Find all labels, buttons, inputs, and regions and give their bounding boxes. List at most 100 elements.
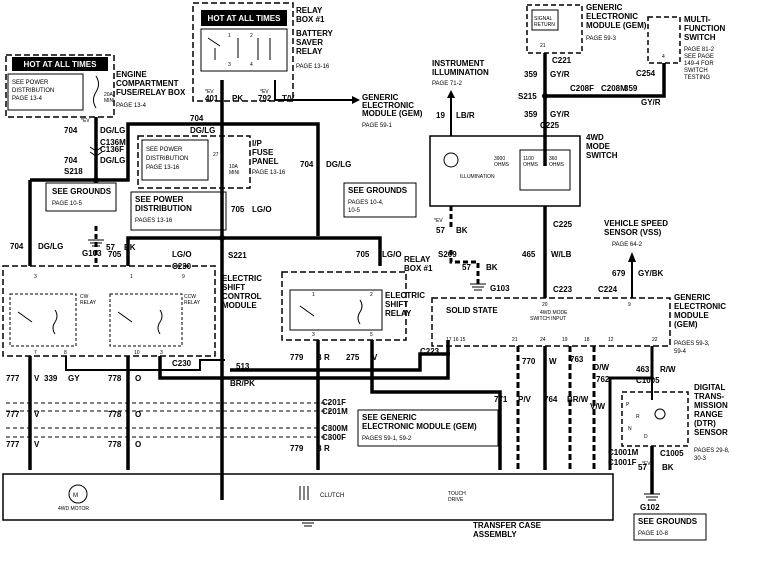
svg-text:770: 770 bbox=[522, 357, 536, 366]
svg-text:779: 779 bbox=[290, 444, 304, 453]
gem-solid-state-outline bbox=[431, 297, 671, 347]
svg-text:C300M: C300M bbox=[322, 424, 348, 433]
svg-text:S209: S209 bbox=[438, 250, 457, 259]
svg-text:463: 463 bbox=[636, 365, 650, 374]
svg-text:GY: GY bbox=[68, 374, 80, 383]
svg-text:339: 339 bbox=[44, 374, 58, 383]
svg-text:21: 21 bbox=[512, 337, 518, 343]
svg-text:DG/LG: DG/LG bbox=[100, 126, 125, 135]
svg-text:LG/O: LG/O bbox=[382, 250, 402, 259]
svg-text:679: 679 bbox=[612, 269, 626, 278]
svg-text:C225: C225 bbox=[553, 220, 573, 229]
svg-text:C1001F: C1001F bbox=[608, 458, 637, 467]
svg-text:12: 12 bbox=[608, 337, 614, 343]
svg-text:C223: C223 bbox=[553, 285, 573, 294]
svg-text:V/W: V/W bbox=[590, 402, 606, 411]
svg-text:C230: C230 bbox=[172, 359, 192, 368]
svg-text:704: 704 bbox=[300, 160, 314, 169]
svg-text:B R: B R bbox=[316, 444, 330, 453]
svg-text:O: O bbox=[135, 440, 141, 449]
svg-text:359: 359 bbox=[624, 84, 638, 93]
svg-text:764: 764 bbox=[544, 395, 558, 404]
svg-text:SEE GROUNDS: SEE GROUNDS bbox=[52, 187, 112, 196]
svg-text:513: 513 bbox=[236, 362, 250, 371]
svg-text:B R: B R bbox=[316, 353, 330, 362]
svg-text:771: 771 bbox=[494, 395, 508, 404]
svg-text:O: O bbox=[135, 374, 141, 383]
svg-text:C230: C230 bbox=[172, 262, 192, 271]
wire-704-bus bbox=[30, 122, 320, 236]
svg-text:G103: G103 bbox=[490, 284, 510, 293]
svg-text:1: 1 bbox=[130, 274, 133, 280]
illumination-lamp-icon bbox=[443, 152, 459, 168]
svg-text:778: 778 bbox=[108, 410, 122, 419]
svg-text:BR/PK: BR/PK bbox=[230, 379, 255, 388]
svg-text:792: 792 bbox=[258, 94, 272, 103]
wire-275-v bbox=[370, 340, 502, 470]
svg-text:W: W bbox=[549, 357, 557, 366]
svg-text:PAGES 59-3,59-4: PAGES 59-3,59-4 bbox=[674, 341, 710, 355]
svg-text:LB/R: LB/R bbox=[456, 111, 475, 120]
svg-text:C254: C254 bbox=[636, 69, 656, 78]
svg-text:704: 704 bbox=[64, 126, 78, 135]
wire-513-brpk bbox=[230, 352, 450, 372]
svg-text:GY/BK: GY/BK bbox=[638, 269, 664, 278]
svg-text:3: 3 bbox=[160, 350, 163, 356]
svg-text:LG/O: LG/O bbox=[252, 205, 272, 214]
svg-text:GY/R: GY/R bbox=[641, 98, 661, 107]
svg-text:359: 359 bbox=[524, 110, 538, 119]
svg-text:C201F: C201F bbox=[322, 398, 346, 407]
svg-text:PK: PK bbox=[232, 94, 243, 103]
svg-text:DG/LG: DG/LG bbox=[326, 160, 351, 169]
svg-text:C208M: C208M bbox=[601, 84, 627, 93]
svg-text:ILLUMINATION: ILLUMINATION bbox=[460, 174, 495, 180]
svg-text:57: 57 bbox=[436, 226, 445, 235]
svg-text:778: 778 bbox=[108, 374, 122, 383]
svg-text:SEE GROUNDS: SEE GROUNDS bbox=[348, 186, 408, 195]
svg-text:PAGE 59-1: PAGE 59-1 bbox=[362, 123, 393, 129]
svg-text:R: R bbox=[636, 414, 640, 420]
engine-fuse-box-outline bbox=[5, 54, 115, 118]
svg-text:C300F: C300F bbox=[322, 433, 346, 442]
svg-text:PAGE 10-8: PAGE 10-8 bbox=[638, 531, 669, 537]
svg-text:*EV: *EV bbox=[205, 89, 214, 95]
motor-icon bbox=[68, 484, 88, 504]
svg-text:4: 4 bbox=[250, 62, 253, 68]
svg-text:4WD MOTOR: 4WD MOTOR bbox=[58, 506, 89, 512]
shift-control-module-outline bbox=[2, 265, 216, 357]
svg-text:PAGE 59-3: PAGE 59-3 bbox=[586, 36, 617, 42]
svg-text:359: 359 bbox=[524, 70, 538, 79]
mode-switch-outline bbox=[429, 135, 581, 207]
svg-text:D: D bbox=[644, 434, 648, 440]
svg-text:SEE GROUNDS: SEE GROUNDS bbox=[638, 517, 698, 526]
svg-text:*EV: *EV bbox=[260, 89, 269, 95]
wire-792-tv bbox=[274, 92, 352, 101]
svg-text:BK: BK bbox=[124, 243, 136, 252]
svg-text:C208F: C208F bbox=[570, 84, 594, 93]
svg-text:GY/R: GY/R bbox=[550, 110, 570, 119]
svg-text:777: 777 bbox=[6, 410, 20, 419]
svg-text:PAGE 13-16: PAGE 13-16 bbox=[252, 170, 286, 176]
svg-text:T/V: T/V bbox=[282, 94, 295, 103]
ccw-relay-box bbox=[109, 293, 183, 347]
svg-text:GY/R: GY/R bbox=[550, 70, 570, 79]
svg-text:R/W: R/W bbox=[660, 365, 676, 374]
svg-text:*EV: *EV bbox=[642, 461, 651, 467]
svg-text:2: 2 bbox=[370, 292, 373, 298]
ground-icon-g103-right bbox=[470, 283, 486, 291]
svg-text:BK: BK bbox=[662, 463, 674, 472]
